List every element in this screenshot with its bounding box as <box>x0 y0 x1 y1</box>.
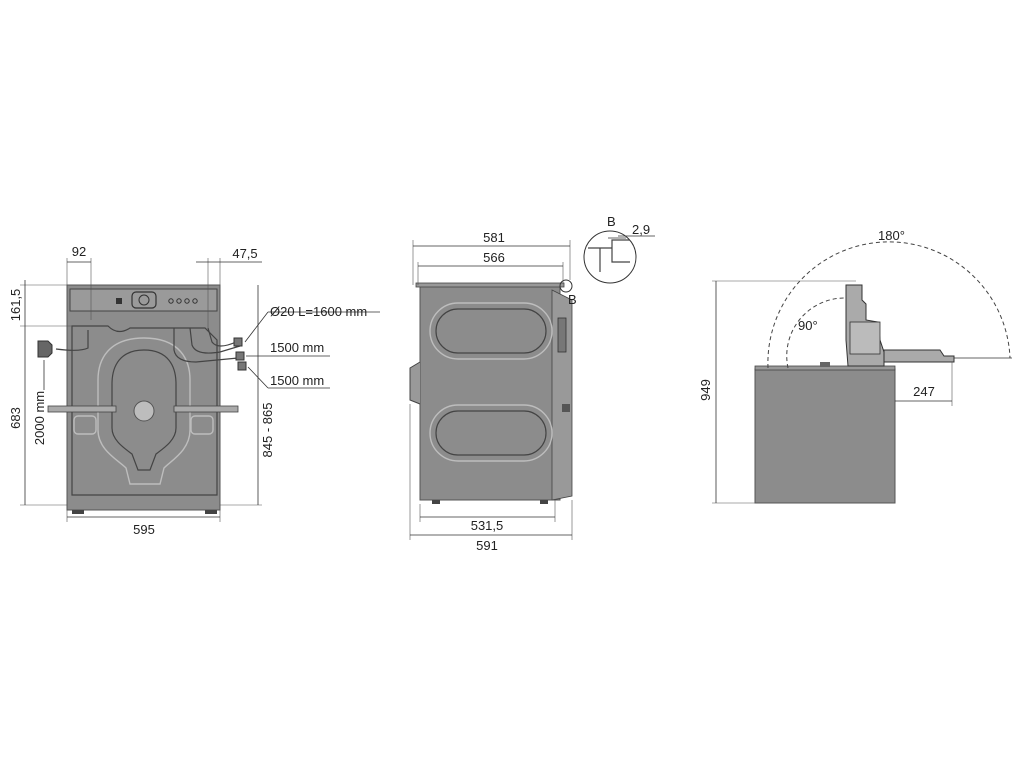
lid-view-cabinet <box>754 368 896 504</box>
side-view: B B 2,9 581 566 531,5 591 <box>409 214 655 553</box>
program-dial-knob <box>138 294 150 306</box>
angle-label-180: 180° <box>878 228 905 243</box>
transport-bar-right <box>173 405 239 413</box>
side-embossing-upper-inner <box>435 308 547 354</box>
side-foot-left <box>432 500 440 504</box>
arc-180 <box>767 241 1011 369</box>
control-panel-strip <box>69 288 218 312</box>
dim-side-bottom-inner: 531,5 <box>471 518 504 533</box>
back-panel-outline <box>71 325 218 496</box>
detail-marker-label: B <box>568 292 577 307</box>
inlet-hose-1 <box>189 327 241 354</box>
dim-detail-gap: 2,9 <box>632 222 650 237</box>
side-embossing-lower <box>429 404 553 462</box>
dim-side-bottom-outer: 591 <box>476 538 498 553</box>
drain-hose <box>173 328 239 363</box>
detail-inset-circle <box>583 230 637 284</box>
dim-back-top-left: 92 <box>72 244 86 259</box>
drum-hub <box>133 400 155 422</box>
arc-90 <box>786 297 847 369</box>
back-view: 92 47,5 161,5 683 2000 mm 595 Ø20 L=1600… <box>8 244 380 537</box>
dim-drain-height: 845 - 865 <box>260 403 275 458</box>
lid-view-top-knob <box>820 362 830 367</box>
side-hinge-upper <box>557 317 567 353</box>
foot-pad-left <box>73 415 97 435</box>
dim-power-cord: 2000 mm <box>32 391 47 445</box>
dim-side-top-outer: 581 <box>483 230 505 245</box>
dim-back-width: 595 <box>133 522 155 537</box>
panel-button-1 <box>168 298 174 304</box>
dim-lid-height: 949 <box>698 379 713 401</box>
side-foot-right <box>540 500 548 504</box>
program-dial-icon <box>131 291 157 309</box>
panel-button-4 <box>192 298 198 304</box>
detergent-drawer <box>849 321 881 355</box>
lid-open-180 <box>883 349 955 363</box>
detail-marker-circle <box>559 279 573 293</box>
foot-pad-right <box>190 415 214 435</box>
panel-button-2 <box>176 298 182 304</box>
dim-back-height: 683 <box>8 407 23 429</box>
dim-hose-1: 1500 mm <box>270 340 324 355</box>
dim-lid-overhang: 247 <box>913 384 935 399</box>
dim-drain-hose: Ø20 L=1600 mm <box>270 304 367 319</box>
foot-left <box>72 510 84 514</box>
detail-inset-profile <box>588 239 630 272</box>
drum-embossing-inner <box>111 349 177 471</box>
detail-inset-label: B <box>607 214 616 229</box>
power-plug-icon <box>37 340 53 358</box>
hose-connector-1 <box>233 337 243 347</box>
inlet-hose-2 <box>207 327 237 347</box>
side-door-bulge <box>409 361 421 405</box>
side-embossing-lower-inner <box>435 410 547 456</box>
side-top-edge <box>415 282 565 288</box>
back-cabinet <box>66 284 221 511</box>
side-hinge-lower <box>562 404 570 412</box>
side-embossing-upper <box>429 302 553 360</box>
dim-back-top-right: 47,5 <box>232 246 257 261</box>
dim-side-top-inner: 566 <box>483 250 505 265</box>
transport-bar-left <box>47 405 117 413</box>
hose-connector-3 <box>237 361 247 371</box>
dim-back-left-top: 161,5 <box>8 289 23 322</box>
lid-view: 180° 90° 949 247 <box>698 228 1012 504</box>
power-cord <box>55 330 89 351</box>
foot-right <box>205 510 217 514</box>
panel-button-3 <box>184 298 190 304</box>
angle-label-90: 90° <box>798 318 818 333</box>
drum-embossing-outer <box>97 337 191 485</box>
dim-hose-2: 1500 mm <box>270 373 324 388</box>
hose-connector-2 <box>235 351 245 361</box>
lock-icon <box>116 298 122 304</box>
